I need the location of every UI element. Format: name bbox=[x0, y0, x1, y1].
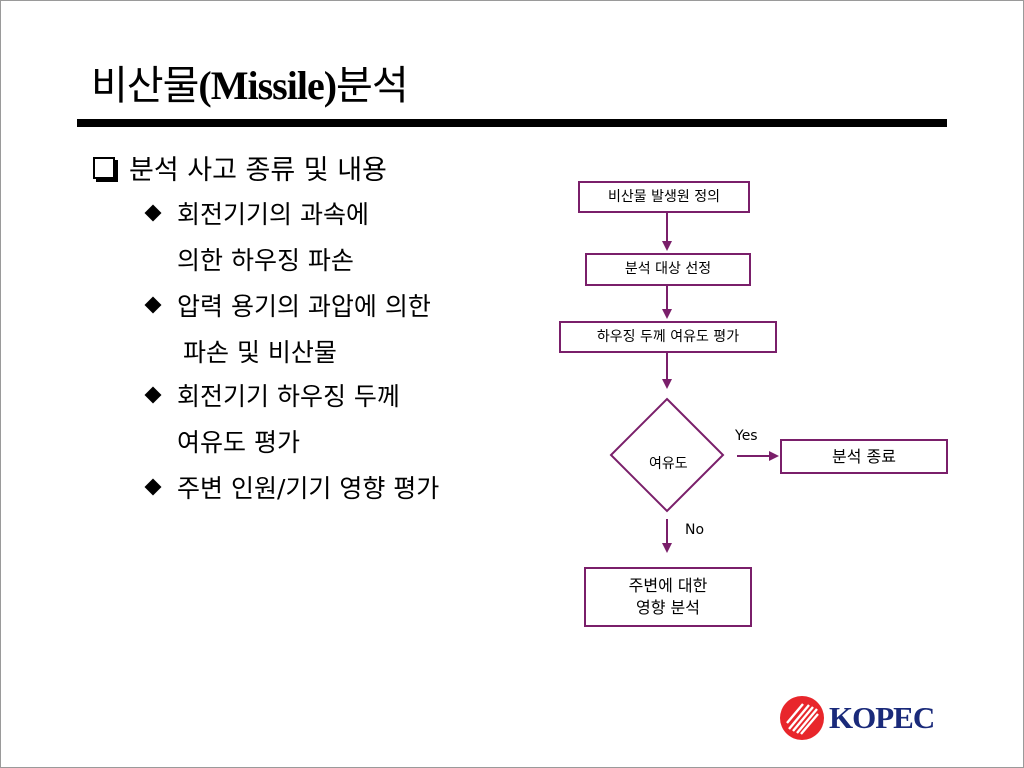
yes-label: Yes bbox=[735, 428, 758, 444]
page-title: 비산물(Missile)분석 bbox=[91, 53, 409, 111]
bullet-1-line-2: 의한 하우징 파손 bbox=[177, 246, 354, 275]
title-suffix: 분석 bbox=[336, 63, 409, 109]
kopec-logo-mark-icon bbox=[780, 696, 824, 740]
title-prefix: 비산물 bbox=[91, 63, 199, 109]
step1-label: 비산물 발생원 정의 bbox=[608, 188, 720, 205]
title-divider bbox=[77, 119, 947, 127]
title-latin: (Missile) bbox=[198, 63, 337, 108]
bullet-2-line-1: 압력 용기의 과압에 의한 bbox=[177, 292, 431, 321]
bullet-4-line-1: 주변 인원/기기 영향 평가 bbox=[177, 474, 440, 503]
bullet-3-line-1: 회전기기 하우징 두께 bbox=[177, 382, 400, 411]
step3-label: 하우징 두께 여유도 평가 bbox=[596, 328, 740, 345]
diamond-bullet-icon bbox=[144, 386, 162, 404]
kopec-logo: KOPEC bbox=[779, 695, 935, 741]
bullet-1-line-1: 회전기기의 과속에 bbox=[177, 200, 369, 229]
bullet-3-line-2: 여유도 평가 bbox=[177, 428, 300, 457]
kopec-logo-text: KOPEC bbox=[829, 700, 935, 735]
section-heading: 분석 사고 종류 및 내용 bbox=[93, 148, 387, 187]
no-label: No bbox=[685, 522, 705, 538]
final-box-line-1: 주변에 대한 bbox=[628, 576, 708, 596]
decision-label: 여유도 bbox=[649, 456, 688, 472]
diamond-bullet-icon bbox=[144, 478, 162, 496]
section-heading-text: 분석 사고 종류 및 내용 bbox=[129, 155, 387, 186]
final-box-line-2: 영향 분석 bbox=[636, 598, 700, 617]
flowchart-step-thickness-eval: 하우징 두께 여유도 평가 bbox=[559, 321, 777, 353]
step2-label: 분석 대상 선정 bbox=[624, 261, 712, 278]
diamond-bullet-icon bbox=[144, 204, 162, 222]
flowchart-final-box: 주변에 대한 영향 분석 bbox=[584, 567, 752, 627]
flowchart-end-box: 분석 종료 bbox=[780, 439, 948, 474]
checkbox-bullet-icon bbox=[93, 156, 115, 179]
flowchart-step-select-target: 분석 대상 선정 bbox=[585, 253, 751, 286]
flowchart-step-define-source: 비산물 발생원 정의 bbox=[578, 181, 750, 213]
diamond-bullet-icon bbox=[144, 296, 162, 314]
end-box-label: 분석 종료 bbox=[832, 446, 896, 466]
bullet-2-line-2: 파손 및 비산물 bbox=[183, 338, 337, 367]
